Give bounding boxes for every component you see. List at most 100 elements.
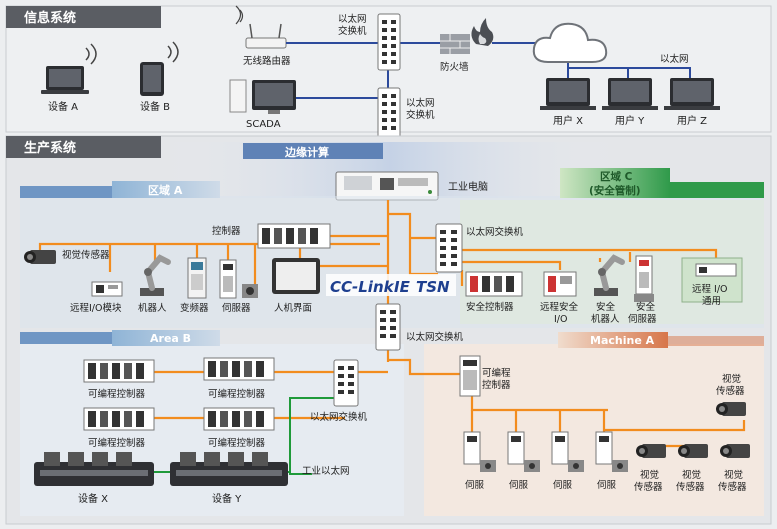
motor-icon [242, 284, 258, 298]
ethernet-switch-top [377, 13, 401, 71]
wifi-icon [85, 43, 97, 65]
monitor-icon [602, 78, 658, 110]
remote-safety-io-label-1: 远程安全 [540, 301, 579, 313]
equipment-x-label: 设备 X [78, 492, 108, 505]
vision-label-2: 传感器 [716, 385, 745, 397]
wireless-router-label: 无线路由器 [243, 55, 291, 67]
ethernet-switch-right [435, 223, 463, 273]
remote-io-general-label-2: 通用 [702, 296, 721, 307]
industrial-pc-label: 工业电脑 [448, 180, 488, 193]
controller-label: 控制器 [212, 225, 241, 237]
zone-a-tab [112, 181, 220, 198]
logo-tsn: TSN [416, 278, 450, 296]
ethernet-switch-area-b [333, 359, 359, 407]
monitor-icon [664, 78, 720, 110]
remote-io-general-icon [681, 257, 743, 303]
remote-safety-io-label-2: I/O [554, 314, 567, 325]
vision-label-2: 传感器 [634, 481, 663, 493]
wireless-router-icon [235, 5, 287, 49]
vision-label-1: 视觉 [682, 469, 701, 481]
equipment-y-icon [170, 452, 288, 486]
laptop-icon [41, 66, 89, 94]
plc-icon [83, 359, 155, 383]
area-b-tab [112, 330, 220, 346]
servo-amplifier-icon [463, 431, 496, 472]
servo-short-label: 伺服 [553, 479, 573, 491]
controller-icon [257, 223, 331, 249]
ethernet-label: 以太网 [660, 53, 689, 65]
equipment-x-icon [34, 452, 154, 486]
hmi-label: 人机界面 [274, 302, 312, 314]
zone-c-strip [670, 182, 764, 198]
cloud-icon [532, 22, 608, 63]
cc-link-ie-tsn-logo: CC-Link IE TSN [326, 274, 456, 296]
inverter-label: 变频器 [180, 302, 209, 314]
servo-label: 伺服器 [222, 302, 251, 314]
equipment-y-label: 设备 Y [212, 492, 242, 505]
zone-a-label: 区域 A [148, 183, 183, 197]
industrial-pc-icon [335, 171, 439, 201]
switch-area-b-label: 以太网交换机 [310, 411, 368, 423]
device-a-label: 设备 A [48, 100, 78, 113]
remote-io-general-label-1: 远程 I/O [692, 284, 728, 295]
firewall-icon [440, 18, 494, 54]
remote-io-icon [91, 281, 123, 297]
plc-icon [83, 407, 155, 431]
vision-sensor-label: 视觉传感器 [62, 249, 110, 261]
safety-controller-icon [465, 271, 523, 297]
scada-workstation-icon [229, 79, 296, 114]
vision-label-1: 视觉 [640, 469, 659, 481]
safety-controller-label: 安全控制器 [466, 301, 514, 313]
edge-computing-label: 边缘计算 [284, 145, 329, 159]
switch-mid-label-2: 交换机 [406, 109, 435, 121]
servo-short-label: 伺服 [465, 479, 485, 491]
plc-icon [203, 357, 275, 381]
switch-mid-label-1: 以太网 [406, 97, 435, 109]
servo-short-label: 伺服 [509, 479, 529, 491]
safety-robot-label-1: 安全 [596, 301, 616, 313]
area-b-label: Area B [150, 332, 191, 345]
info-system-title: 信息系统 [24, 10, 76, 26]
switch-top-label-1: 以太网 [338, 13, 367, 25]
production-system-title: 生产系统 [24, 140, 76, 156]
camera-icon [636, 444, 666, 458]
production-system-header [6, 136, 161, 158]
machine-a-label: Machine A [590, 334, 655, 347]
vision-label-2: 传感器 [676, 481, 705, 493]
robot-icon [140, 254, 171, 296]
robot-label: 机器人 [138, 302, 167, 314]
safety-servo-label-1: 安全 [636, 301, 656, 313]
machine-a-strip [668, 336, 764, 346]
plc-label: 可编程控制器 [208, 437, 266, 449]
plc-icon [203, 407, 275, 431]
logo-ie: IE [394, 278, 411, 296]
servo-amplifier-icon [219, 259, 237, 299]
servo-amplifier-icon [551, 431, 584, 472]
servo-amplifier-icon [595, 431, 628, 472]
zone-c-label-1: 区域 C [600, 170, 633, 183]
vision-label-1: 视觉 [724, 469, 743, 481]
monitor-icon [540, 78, 596, 110]
hmi-icon [272, 258, 320, 294]
tablet-icon [140, 62, 164, 96]
zone-c-tab [560, 168, 670, 198]
camera-icon [716, 402, 746, 416]
safety-robot-label-2: 机器人 [591, 313, 620, 325]
ethernet-switch-mid [377, 87, 401, 143]
edge-computing-tab [243, 143, 383, 159]
remote-safety-io-icon [543, 271, 577, 297]
switch-top-label-2: 交换机 [338, 25, 367, 37]
user-y-label: 用户 Y [615, 114, 645, 127]
remote-io-module-label: 远程I/O模块 [70, 302, 122, 314]
ethernet-switch-bottom [375, 303, 401, 351]
machine-a-tab [558, 332, 668, 348]
industrial-ethernet-label: 工业以太网 [302, 465, 350, 477]
switch-right-label: 以太网交换机 [466, 226, 524, 238]
inverter-icon [187, 257, 207, 299]
firewall-label: 防火墙 [440, 61, 469, 73]
camera-icon [720, 444, 750, 458]
wifi-icon [167, 41, 179, 63]
industrial-ethernet-line [289, 397, 345, 475]
